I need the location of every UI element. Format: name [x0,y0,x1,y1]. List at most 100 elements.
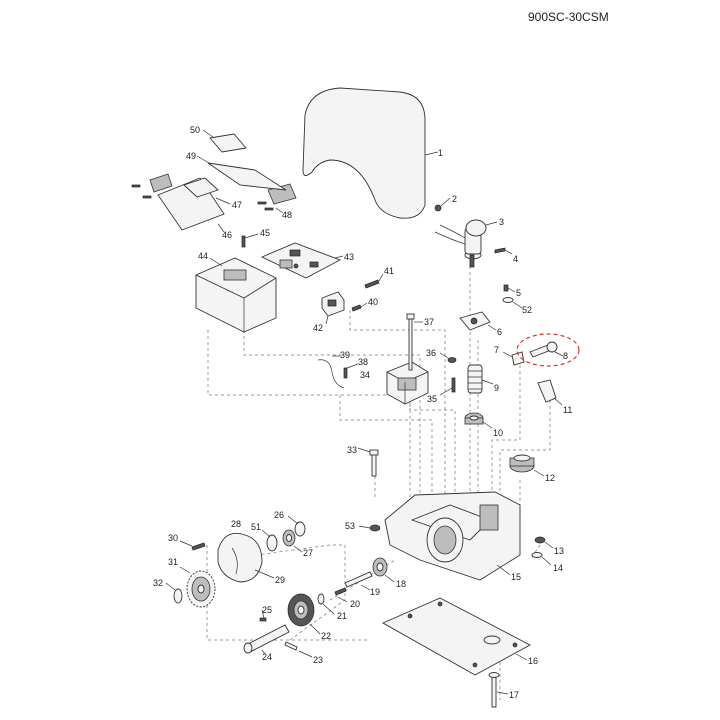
part-label-44: 44 [198,251,208,261]
part-label-4: 4 [513,254,518,264]
part-housing-15 [384,491,521,581]
part-key-25 [259,609,267,622]
part-label-43: 43 [344,252,354,262]
part-board-43 [260,242,344,279]
part-bracket-6 [459,311,497,331]
part-shaft-19 [344,571,373,591]
part-screw-2 [434,197,451,212]
part-label-29: 29 [275,575,285,585]
part-label-3: 3 [499,217,504,227]
part-label-36: 36 [426,348,436,358]
part-label-21: 21 [337,611,347,621]
part-label-46: 46 [222,230,232,240]
part-pin-23 [284,641,313,658]
part-label-41: 41 [384,266,394,276]
part-label-6: 6 [497,327,502,337]
part-washer-52 [502,297,523,309]
part-label-48: 48 [282,210,292,220]
part-label-30: 30 [168,533,178,543]
part-label-49: 49 [186,151,196,161]
part-label-13: 13 [554,546,564,556]
part-label-25: 25 [262,605,272,615]
part-label-19: 19 [370,587,380,597]
part-pin-40 [351,302,368,312]
part-label-37: 37 [424,317,434,327]
part-pinion-31 [179,566,216,608]
part-label-45: 45 [260,228,270,238]
part-screw-41 [364,273,384,289]
part-label-15: 15 [511,572,521,582]
part-cap-47 [183,177,231,205]
part-shaft-24 [243,624,290,655]
part-label-31: 31 [168,557,178,567]
part-nut-13 [534,536,554,549]
part-label-1: 1 [438,148,443,158]
part-gear-22 [287,593,321,635]
part-label-2: 2 [452,194,457,204]
part-cable-39 [317,355,345,389]
part-circlip-32 [165,582,183,604]
part-nut-53 [358,524,381,532]
part-washer-14 [531,552,552,566]
part-plate-11 [537,379,563,406]
highlight-ring [516,333,580,367]
drawing-code: 900SC-30CSM [528,10,609,24]
part-screw-5 [503,284,516,293]
part-bushing-10 [464,412,493,429]
part-label-52: 52 [522,305,532,315]
part-label-32: 32 [153,578,163,588]
part-strip-49 [196,155,287,191]
part-label-24: 24 [262,652,272,662]
part-cover [302,87,439,219]
part-ring-51 [261,529,278,552]
part-screw-30 [179,540,206,551]
part-label-9: 9 [494,383,499,393]
part-label-39: 39 [340,350,350,360]
part-grommet-12 [509,454,545,477]
part-label-28: 28 [231,519,241,529]
part-bearing-18 [372,557,395,583]
part-connector-42 [321,291,345,325]
part-bolt-37 [406,313,423,371]
part-label-5: 5 [516,288,521,298]
part-label-12: 12 [545,473,555,483]
part-worm-9 [467,364,494,394]
part-label-23: 23 [313,655,323,665]
part-number-labels: 1234567891011121314151617181920212223242… [153,125,572,700]
part-screw-45 [241,233,259,248]
part-label-26: 26 [274,510,284,520]
part-pin-8 [529,341,564,358]
part-motor [434,219,498,268]
part-label-34: 34 [360,370,370,380]
part-clip-7 [502,351,525,366]
part-label-11: 11 [563,405,572,415]
part-bearing-27 [282,529,303,553]
part-label-18: 18 [396,579,406,589]
part-label-42: 42 [313,323,323,333]
part-bolt-17 [488,672,509,708]
part-label-27: 27 [303,548,313,558]
part-screw-38 [343,363,359,379]
part-label-14: 14 [553,563,563,573]
part-label-8: 8 [563,351,568,361]
part-pin-20 [334,587,348,603]
part-label-10: 10 [493,428,503,438]
part-cap-50 [202,129,247,153]
part-label-40: 40 [368,297,378,307]
part-nut-36 [439,352,457,363]
part-label-51: 51 [251,522,261,532]
part-box-44 [195,257,277,333]
part-baseplate-16 [381,597,531,676]
part-label-33: 33 [347,445,357,455]
part-label-53: 53 [345,521,355,531]
part-label-47: 47 [232,200,242,210]
part-circlip-21 [317,593,335,615]
part-transformer-34 [386,361,429,405]
part-label-7: 7 [494,345,499,355]
part-label-35: 35 [427,394,437,404]
part-screw-35 [439,377,456,396]
part-label-38: 38 [358,357,368,367]
part-screw-4 [494,247,513,255]
